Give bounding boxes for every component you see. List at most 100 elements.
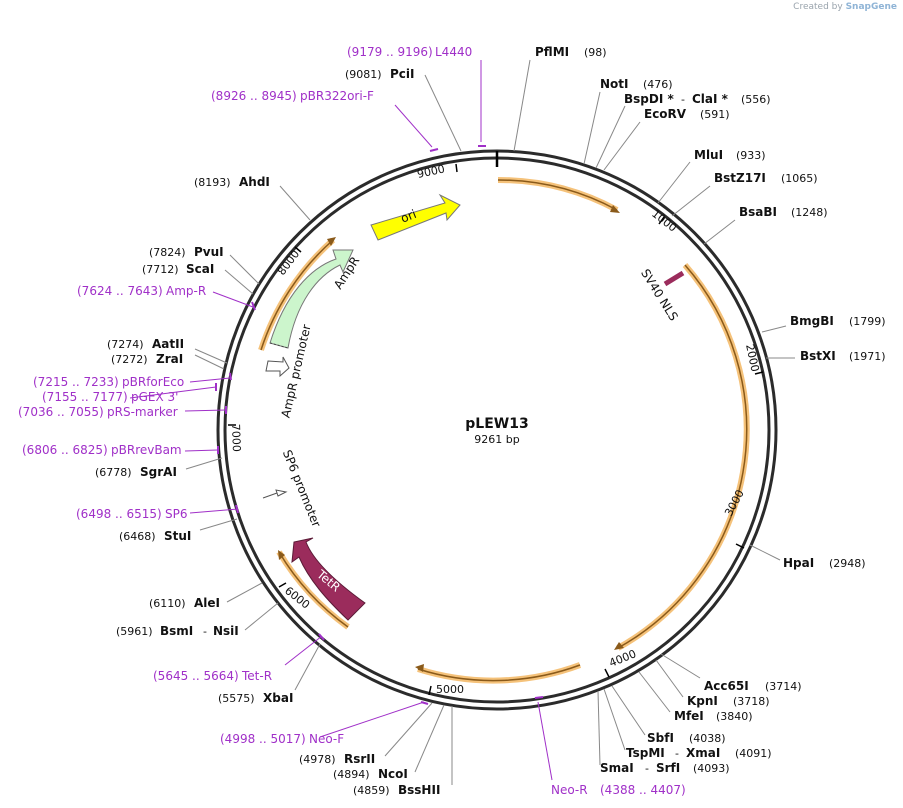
enzyme-ncoi[interactable]: (4894) NcoI <box>333 767 408 781</box>
enzyme-bspdi-clai[interactable]: BspDI * - ClaI * (556) <box>624 92 771 106</box>
enzyme-name: KpnI <box>687 694 718 708</box>
primer-neo-f[interactable]: (4998 .. 5017) Neo-F <box>220 732 344 746</box>
enzyme-tspmi-xmai[interactable]: TspMI - XmaI (4091) <box>626 746 772 760</box>
orf-arc-1-line <box>497 179 618 211</box>
primer-pbrrevbam[interactable]: (6806 .. 6825) pBRrevBam <box>22 443 182 457</box>
enzyme-bsmi-nsii[interactable]: (5961) BsmI - NsiI <box>116 624 239 638</box>
enzyme-sep: - <box>681 93 685 106</box>
enzyme-pcii[interactable]: (9081) PciI <box>345 67 415 81</box>
enzyme-bsabi[interactable]: BsaBI (1248) <box>739 205 828 219</box>
mark-ampr-primer <box>251 301 256 311</box>
enzyme-pos: (4091) <box>735 747 772 760</box>
enzyme-bsshii[interactable]: (4859) BssHII <box>353 783 440 797</box>
enzyme-ecorv[interactable]: EcoRV (591) <box>644 107 730 121</box>
leader-bsmi <box>244 602 279 631</box>
primer-neo-r[interactable]: Neo-R (4388 .. 4407) <box>551 783 686 797</box>
enzyme-pos: (7274) <box>107 338 144 351</box>
orf-arc-5-line <box>260 239 334 351</box>
ori-feature[interactable] <box>370 193 461 241</box>
tick-1000-mark <box>658 216 665 225</box>
sp6-promoter-feature[interactable] <box>262 489 288 499</box>
enzyme-name: AleI <box>194 596 220 610</box>
enzyme-aatii[interactable]: (7274) AatII <box>107 337 184 351</box>
orf-arcs <box>258 176 750 684</box>
ampr-feature[interactable] <box>269 249 354 349</box>
enzyme-sgrai[interactable]: (6778) SgrAI <box>95 465 177 479</box>
enzyme-bstz17i[interactable]: BstZ17I (1065) <box>714 171 818 185</box>
primer-range: (7155 .. 7177) <box>42 390 128 404</box>
enzyme-bmgbi[interactable]: BmgBI (1799) <box>790 314 886 328</box>
enzyme-name: EcoRV <box>644 107 687 121</box>
primer-range: (6498 .. 6515) <box>76 507 162 521</box>
enzyme-pos: (98) <box>584 46 607 59</box>
enzyme-smai-srfi[interactable]: SmaI - SrfI (4093) <box>600 761 730 775</box>
orf-arrowheads <box>278 205 624 672</box>
primer-pbrforeco[interactable]: (7215 .. 7233) pBRforEco <box>33 375 184 389</box>
primer-sp6[interactable]: (6498 .. 6515) SP6 <box>76 507 188 521</box>
primer-pgex3[interactable]: (7155 .. 7177) pGEX 3' <box>42 390 178 404</box>
enzyme-sbfi[interactable]: SbfI (4038) <box>647 731 726 745</box>
enzyme-hpai[interactable]: HpaI (2948) <box>783 556 866 570</box>
enzyme-zrai[interactable]: (7272) ZraI <box>111 352 183 366</box>
ampr-promoter-feature[interactable] <box>265 356 290 378</box>
enzyme-pos: (6468) <box>119 530 156 543</box>
enzyme-pos: (2948) <box>829 557 866 570</box>
leader-sgrai <box>185 457 223 470</box>
enzyme-noti[interactable]: NotI (476) <box>600 77 673 91</box>
primer-name: Neo-R <box>551 783 588 797</box>
enzyme-pos: (4859) <box>353 784 390 797</box>
enzyme-mlui[interactable]: MluI (933) <box>694 148 766 162</box>
ampr-promoter-dash <box>269 342 289 349</box>
enzyme-stui[interactable]: (6468) StuI <box>119 529 191 543</box>
enzyme-ahdi[interactable]: (8193) AhdI <box>194 175 270 189</box>
enzyme-pos: (3718) <box>733 695 770 708</box>
leader-ahdi <box>279 185 311 221</box>
primer-name: pGEX 3' <box>131 390 178 404</box>
primer-pbr322ori-f[interactable]: (8926 .. 8945) pBR322ori-F <box>211 89 374 103</box>
enzyme-name: SgrAI <box>140 465 177 479</box>
leader-mfei <box>638 671 671 713</box>
enzyme-pos: (4894) <box>333 768 370 781</box>
sv40-nls-feature[interactable] <box>663 270 685 287</box>
enzyme-xbai[interactable]: (5575) XbaI <box>218 691 293 705</box>
primer-tet-r[interactable]: (5645 .. 5664) Tet-R <box>153 669 272 683</box>
enzyme-bstxi[interactable]: BstXI (1971) <box>800 349 886 363</box>
enzyme-pos: (5575) <box>218 692 255 705</box>
enzyme-rsrii[interactable]: (4978) RsrII <box>299 752 375 766</box>
enzyme-pflmi[interactable]: PflMI (98) <box>535 45 607 59</box>
primer-range: (5645 .. 5664) <box>153 669 239 683</box>
enzyme-mfei[interactable]: MfeI (3840) <box>674 709 753 723</box>
mark-neof <box>420 701 429 705</box>
enzyme-pos: (7712) <box>142 263 179 276</box>
enzyme-sep: - <box>675 747 679 760</box>
enzyme-name: BstXI <box>800 349 836 363</box>
primer-prs-marker[interactable]: (7036 .. 7055) pRS-marker <box>18 405 178 419</box>
enzyme-pos: (933) <box>736 149 766 162</box>
enzyme-pvui[interactable]: (7824) PvuI <box>149 245 224 259</box>
primer-name: SP6 <box>165 507 188 521</box>
tetr-feature[interactable] <box>291 537 366 621</box>
mark-sp6 <box>235 504 239 514</box>
tick-9000: 9000 <box>416 162 446 181</box>
enzyme-acc65i[interactable]: Acc65I (3714) <box>704 679 802 693</box>
enzyme-alei[interactable]: (6110) AleI <box>149 596 220 610</box>
enzyme-pos: (5961) <box>116 625 153 638</box>
enzyme-name: BspDI * <box>624 92 674 106</box>
leader-pvui <box>229 254 260 285</box>
enzyme-pos: (7824) <box>149 246 186 259</box>
primer-amp-r[interactable]: (7624 .. 7643) Amp-R <box>77 284 206 298</box>
primer-name: Amp-R <box>166 284 206 298</box>
enzyme-kpni[interactable]: KpnI (3718) <box>687 694 770 708</box>
enzyme-scai[interactable]: (7712) ScaI <box>142 262 214 276</box>
leader-pflmi <box>513 59 531 152</box>
primer-l4440[interactable]: (9179 .. 9196) L4440 <box>347 45 472 59</box>
orf-arrowhead-3 <box>415 664 424 672</box>
enzyme-name: BsaBI <box>739 205 777 219</box>
leader-tspmi <box>603 688 626 751</box>
leader-pgex <box>129 386 217 399</box>
enzyme-pos: (4978) <box>299 753 336 766</box>
leader-ecorv <box>603 121 641 171</box>
leader-zrai <box>194 354 225 370</box>
primer-range: (8926 .. 8945) <box>211 89 297 103</box>
